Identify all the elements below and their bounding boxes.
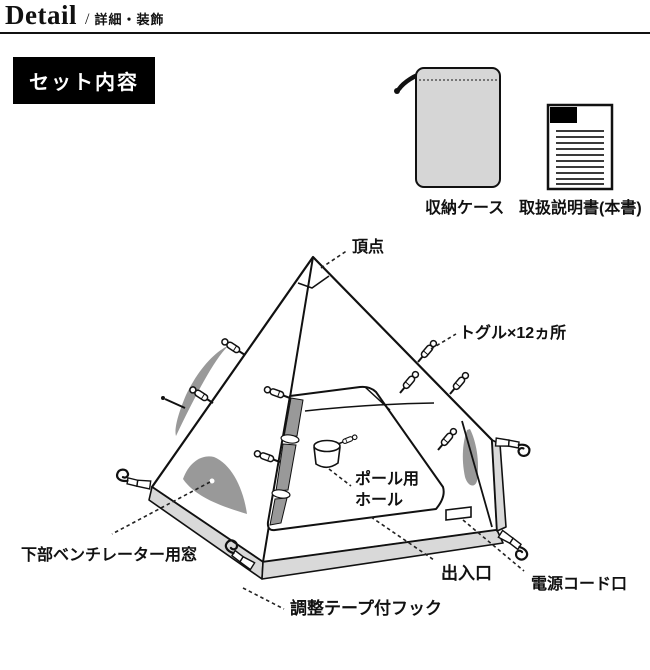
pole-hole	[313, 433, 359, 469]
right-vent-panel	[462, 429, 479, 486]
hook-icon	[493, 529, 533, 563]
vent-leader-dot	[209, 478, 215, 484]
page-header: Detail / 詳細・装飾	[5, 0, 650, 33]
apex-cap-line	[297, 275, 330, 289]
header-rule	[0, 32, 650, 34]
right-seam	[461, 420, 493, 528]
hook-icon	[114, 467, 153, 491]
door-corner-fold-line	[364, 386, 391, 411]
drawstring-knot	[394, 88, 400, 94]
power-cord-port-label: 電源コード口	[531, 574, 627, 593]
manual-text-lines	[556, 130, 604, 185]
power-cord-port-shape	[445, 506, 472, 521]
entrance-label: 出入口	[441, 563, 492, 583]
title-separator: /	[84, 11, 90, 28]
pole-hole-label-line2: ホール	[355, 491, 403, 509]
toggles	[161, 336, 471, 466]
tent-door	[266, 385, 445, 532]
storage-case-label: 収納ケース	[425, 198, 504, 217]
manual-title-block	[550, 107, 577, 123]
loose-pin-icon	[164, 398, 186, 409]
tent-illustration	[114, 255, 533, 580]
loose-pin-head	[161, 396, 165, 400]
instruction-manual-illustration	[546, 103, 614, 191]
rolled-door	[269, 397, 304, 526]
page-subtitle: 詳細・装飾	[94, 12, 165, 27]
lower-ventilator-window-label: 下部ベンチレーター用窓	[21, 545, 197, 564]
toggle-icon	[219, 336, 248, 359]
pole-hole-label-line1: ポール用	[355, 469, 419, 488]
toggles-label: トグル×12ヵ所	[459, 323, 566, 342]
section-badge-label: セット内容	[29, 72, 139, 94]
apex-label: 頂点	[352, 237, 384, 256]
adjustment-hook-label: 調整テープ付フック	[290, 598, 442, 618]
inner-wall-line	[304, 402, 435, 412]
page-title: Detail	[5, 0, 77, 30]
storage-case-illustration	[394, 67, 501, 188]
toggle-icon	[446, 370, 471, 397]
toggle-icon	[414, 338, 439, 365]
instruction-manual-label: 取扱説明書(本書)	[519, 198, 642, 217]
pouch-body	[415, 67, 501, 188]
leader-lines	[111, 249, 525, 610]
section-badge: セット内容	[13, 57, 155, 104]
lower-ventilator-window-shape	[183, 456, 247, 514]
